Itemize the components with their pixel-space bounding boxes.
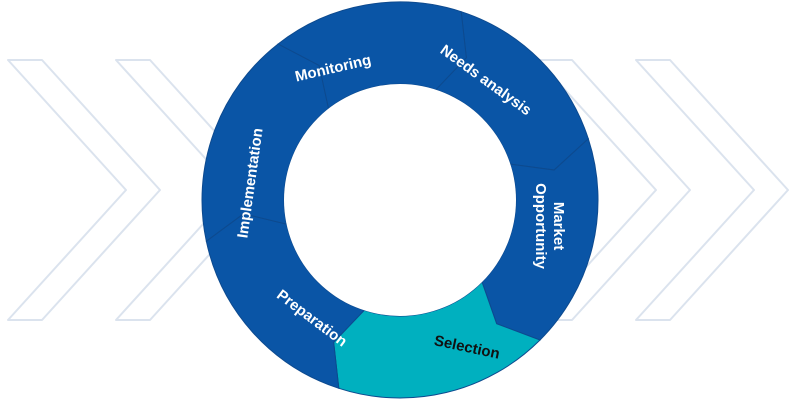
ring-center-hole xyxy=(284,84,516,316)
cycle-label-line: Opportunity xyxy=(532,183,549,269)
background-chevron xyxy=(537,59,691,321)
cycle-label-line: Market xyxy=(550,202,567,250)
background-chevron xyxy=(635,59,789,321)
background-chevron xyxy=(7,59,161,321)
cycle-label-market-opportunity: MarketOpportunity xyxy=(532,183,567,269)
